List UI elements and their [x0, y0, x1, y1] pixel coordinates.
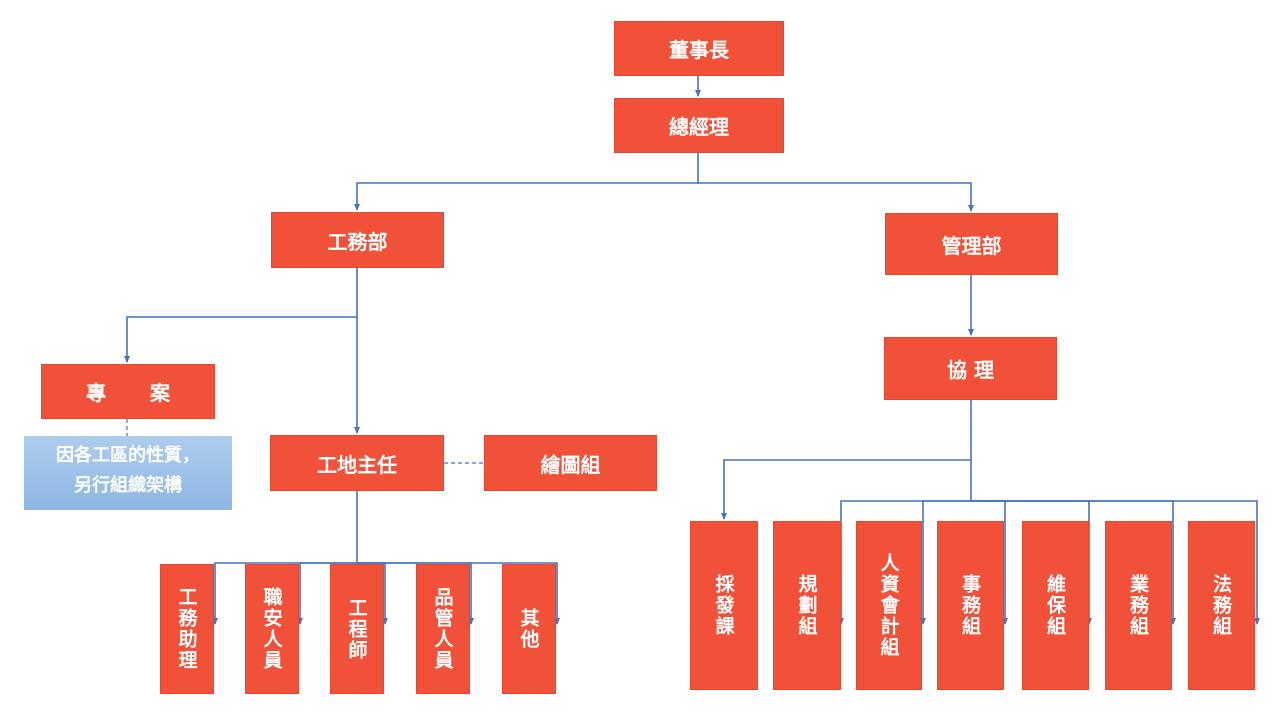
chairman-label: 董事長	[669, 38, 729, 62]
mgmt-group-label-1: 採發課	[712, 574, 735, 637]
project-box: 專 案	[41, 364, 215, 419]
site-supervisor-box: 工地主任	[270, 435, 444, 491]
management-dept-box: 管理部	[885, 213, 1058, 275]
project-label-right: 案	[150, 381, 170, 405]
mgmt-group-label-4: 事務組	[959, 574, 981, 637]
mgmt-group-label-7: 法務組	[1210, 574, 1232, 637]
mgmt-group-box-5: 維保組	[1022, 521, 1089, 690]
connector-eng-project	[124, 268, 358, 363]
connector-gm-management	[698, 182, 974, 212]
site-staff-box-3: 工程師	[330, 564, 384, 694]
assistant-manager-box: 協 理	[884, 337, 1057, 400]
mgmt-group-label-5: 維保組	[1044, 574, 1066, 637]
connector-site-staff-5	[357, 562, 560, 625]
site-staff-box-5: 其他	[502, 564, 556, 694]
engineering-dept-label: 工務部	[327, 229, 388, 254]
mgmt-group-box-2: 規劃組	[773, 521, 841, 690]
drafting-group-label: 繪圖組	[540, 452, 601, 477]
mgmt-group-label-3: 人資會計組	[877, 553, 900, 658]
site-supervisor-label: 工地主任	[317, 452, 397, 477]
project-note: 因各工區的性質， 另行組織架構	[24, 436, 232, 510]
site-staff-label-2: 職安人員	[260, 587, 283, 671]
mgmt-group-label-2: 規劃組	[795, 574, 818, 637]
site-staff-label-5: 其他	[517, 608, 540, 650]
site-staff-label-4: 品管人員	[431, 587, 454, 671]
project-note-line2: 另行組織架構	[74, 475, 182, 496]
site-staff-label-3: 工程師	[345, 597, 368, 661]
connector-am-group-2	[920, 500, 971, 625]
connector-am-purchase	[721, 400, 972, 520]
drafting-group-box: 繪圖組	[484, 435, 657, 491]
mgmt-group-box-4: 事務組	[937, 521, 1004, 690]
mgmt-group-box-3: 人資會計組	[856, 521, 922, 690]
engineering-dept-box: 工務部	[271, 212, 444, 268]
assistant-manager-label: 協 理	[947, 358, 994, 382]
project-note-line1: 因各工區的性質，	[56, 445, 200, 466]
general-manager-label: 總經理	[669, 115, 729, 139]
mgmt-group-box-6: 業務組	[1105, 521, 1172, 690]
connector-site-staff-1	[212, 491, 358, 625]
chairman-box: 董事長	[614, 21, 784, 76]
site-staff-box-2: 職安人員	[245, 564, 299, 694]
site-staff-box-1: 工務助理	[160, 564, 214, 694]
mgmt-group-label-6: 業務組	[1127, 574, 1149, 637]
mgmt-group-box-1: 採發課	[690, 521, 758, 690]
connector-am-group-6	[971, 500, 1260, 625]
connector-site-staff-2	[297, 562, 357, 625]
site-staff-box-4: 品管人員	[416, 564, 470, 694]
management-dept-label: 管理部	[941, 233, 1002, 258]
connector-gm-engineering	[354, 153, 699, 211]
project-label-left: 專	[86, 381, 106, 405]
general-manager-box: 總經理	[614, 98, 784, 153]
mgmt-group-box-7: 法務組	[1188, 521, 1255, 690]
site-staff-label-1: 工務助理	[175, 587, 198, 671]
